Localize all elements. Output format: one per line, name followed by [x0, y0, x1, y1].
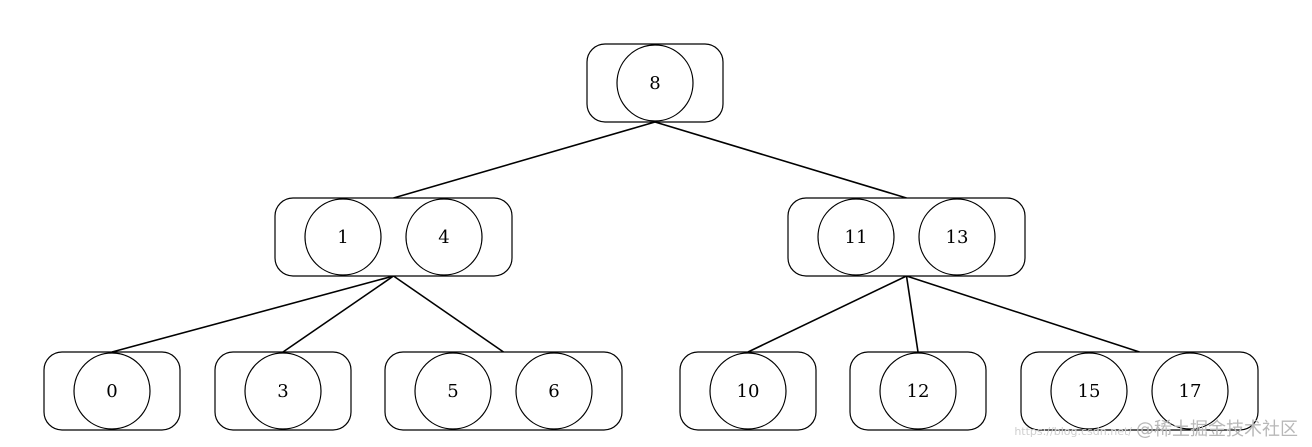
tree-node: 8 [586, 43, 724, 123]
key-label: 11 [845, 227, 868, 248]
watermark: https://blog.csdn.net/ @稀土掘金技术社区 [1014, 415, 1298, 441]
key-circle [709, 352, 787, 430]
tree-edge [282, 275, 394, 353]
key-circle [1151, 352, 1229, 430]
key-circle [304, 198, 382, 276]
tree-edge [906, 275, 1140, 353]
tree-edge [905, 275, 919, 353]
key-label: 12 [907, 381, 930, 402]
tree-node: 10 [679, 351, 817, 431]
tree-edge [393, 275, 504, 353]
key-label: 6 [548, 381, 559, 402]
watermark-url: https://blog.csdn.net/ [1014, 425, 1132, 438]
tree-node: 12 [849, 351, 987, 431]
key-label: 1 [337, 227, 348, 248]
key-label: 4 [438, 227, 449, 248]
key-label: 8 [649, 73, 660, 94]
key-circle [414, 352, 492, 430]
key-label: 13 [946, 227, 969, 248]
key-circle [616, 44, 694, 122]
tree-edge [111, 275, 394, 353]
key-label: 5 [447, 381, 458, 402]
key-label: 0 [106, 381, 117, 402]
key-label: 15 [1078, 381, 1101, 402]
tree-edge [747, 275, 907, 353]
watermark-text: @稀土掘金技术社区 [1136, 419, 1298, 440]
key-circle [918, 198, 996, 276]
tree-node: 0 [43, 351, 181, 431]
tree-edge [393, 121, 656, 199]
tree-edge [654, 121, 907, 199]
key-label: 3 [277, 381, 288, 402]
key-circle [73, 352, 151, 430]
key-label: 17 [1179, 381, 1202, 402]
tree-node: 3 [214, 351, 352, 431]
key-circle [1050, 352, 1128, 430]
tree-node: 11 13 [787, 197, 1026, 277]
key-circle [879, 352, 957, 430]
key-circle [405, 198, 483, 276]
key-circle [515, 352, 593, 430]
key-circle [817, 198, 895, 276]
edges-layer [111, 121, 1140, 353]
key-circle [244, 352, 322, 430]
key-label: 10 [737, 381, 760, 402]
